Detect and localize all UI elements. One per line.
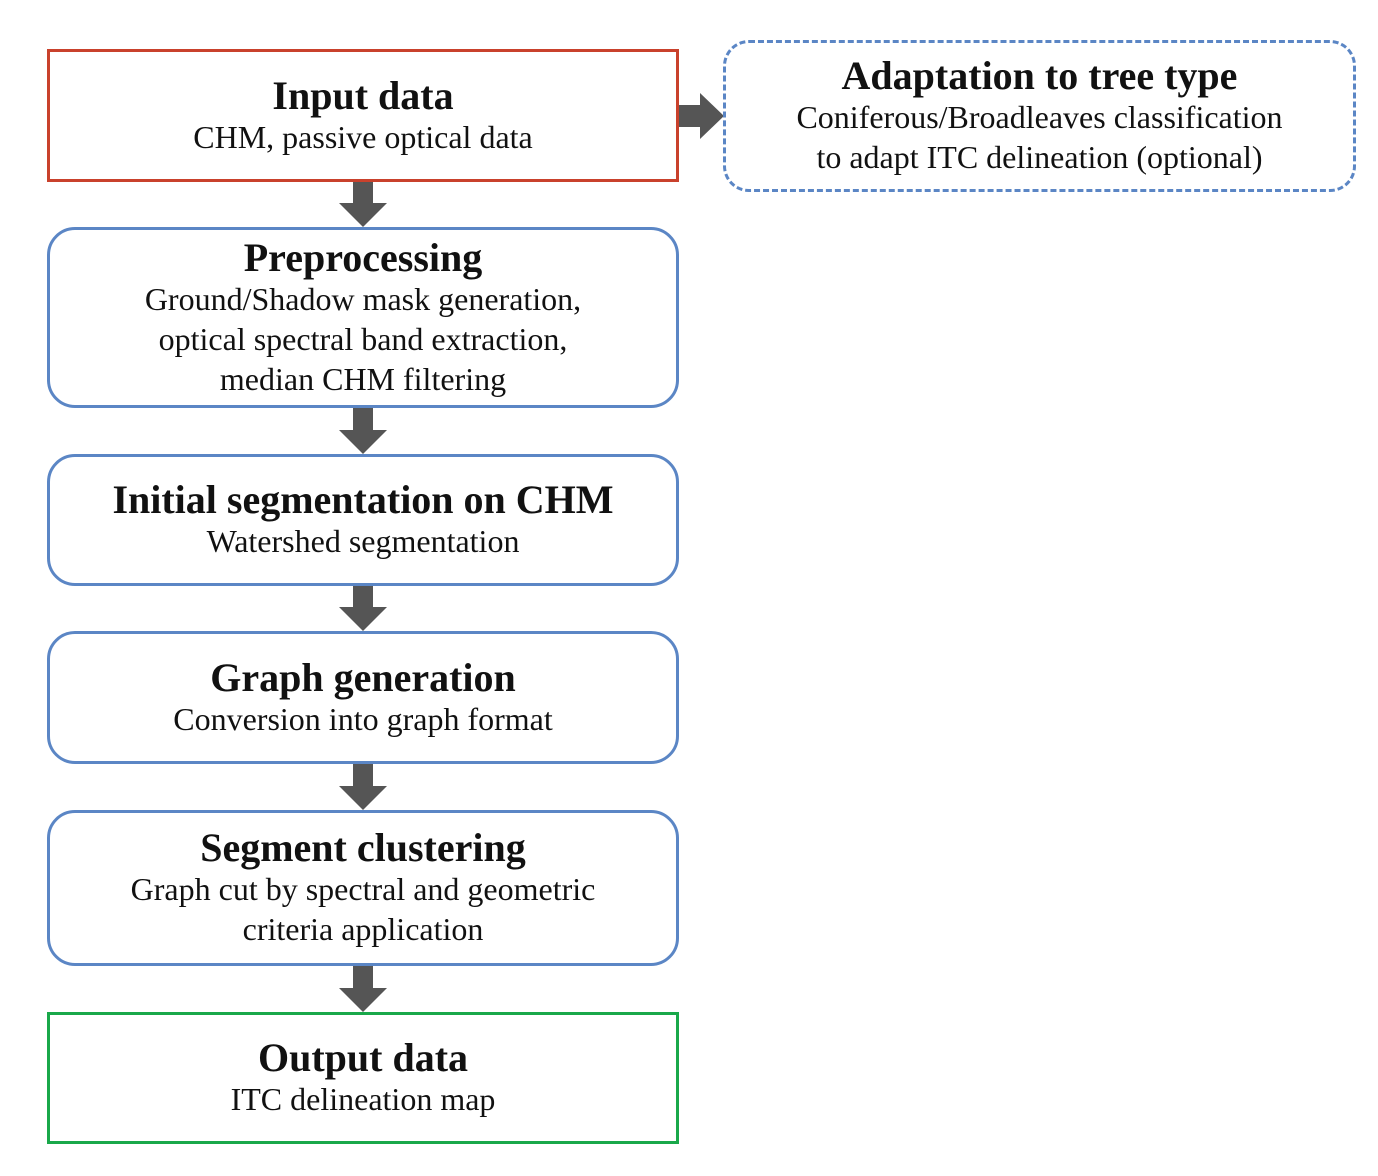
arrow-graph-to-clustering (339, 763, 387, 810)
arrow-preprocessing-to-segmentation (339, 407, 387, 454)
segment-clustering-box: Segment clustering Graph cut by spectral… (47, 810, 679, 966)
graph-generation-description: Conversion into graph format (173, 699, 552, 739)
arrow-input-to-adaptation (679, 93, 724, 139)
initial-segmentation-title: Initial segmentation on CHM (112, 477, 614, 522)
preprocessing-line-2: optical spectral band extraction, (158, 320, 568, 357)
output-data-line-1: ITC delineation map (230, 1081, 496, 1117)
preprocessing-title: Preprocessing (243, 234, 483, 280)
input-data-line-1: CHM, passive optical data (193, 118, 533, 155)
input-data-box: Input data CHM, passive optical data (47, 49, 679, 182)
arrow-clustering-to-output (339, 965, 387, 1012)
graph-generation-title: Graph generation (210, 654, 516, 700)
graph-generation-box: Graph generation Conversion into graph f… (47, 631, 679, 764)
adaptation-line-2: to adapt ITC delineation (optional) (816, 139, 1263, 175)
segment-clustering-title: Segment clustering (200, 825, 526, 870)
adaptation-description: Coniferous/Broadleaves classification to… (796, 97, 1282, 177)
arrow-segmentation-to-graph (339, 585, 387, 631)
input-data-title: Input data (272, 72, 454, 118)
graph-generation-line-1: Conversion into graph format (173, 700, 553, 737)
preprocessing-line-3: median CHM filtering (219, 360, 507, 397)
preprocessing-description: Ground/Shadow mask generation, optical s… (145, 279, 581, 399)
adaptation-line-1: Coniferous/Broadleaves classification (796, 99, 1283, 135)
arrow-input-to-preprocessing (339, 181, 387, 227)
output-data-box: Output data ITC delineation map (47, 1012, 679, 1144)
preprocessing-box: Preprocessing Ground/Shadow mask generat… (47, 227, 679, 408)
initial-segmentation-description: Watershed segmentation (207, 521, 520, 561)
segment-clustering-line-1: Graph cut by spectral and geometric (130, 871, 596, 907)
segment-clustering-description: Graph cut by spectral and geometric crit… (131, 869, 596, 949)
initial-segmentation-box: Initial segmentation on CHM Watershed se… (47, 454, 679, 586)
segment-clustering-line-2: criteria application (242, 911, 484, 947)
adaptation-title: Adaptation to tree type (841, 53, 1238, 98)
preprocessing-line-1: Ground/Shadow mask generation, (144, 280, 582, 317)
initial-segmentation-line-1: Watershed segmentation (206, 523, 520, 559)
output-data-description: ITC delineation map (231, 1079, 496, 1119)
input-data-description: CHM, passive optical data (193, 117, 532, 157)
output-data-title: Output data (257, 1035, 469, 1080)
adaptation-box: Adaptation to tree type Coniferous/Broad… (723, 40, 1356, 192)
